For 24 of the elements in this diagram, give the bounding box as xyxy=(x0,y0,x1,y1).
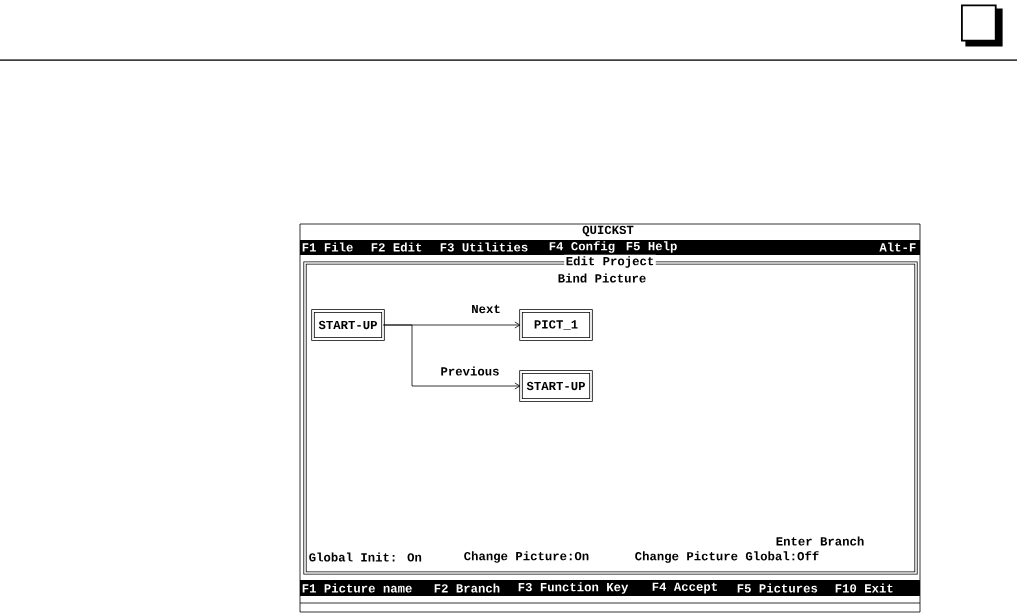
function-key-label: F5 Pictures xyxy=(737,583,818,593)
project-name: QUICKST xyxy=(582,225,634,237)
menu-item: Alt-F xyxy=(879,242,916,252)
function-key-label: F4 Accept xyxy=(652,582,717,594)
status-text: Change Picture:On xyxy=(464,551,589,563)
edge-label: Next xyxy=(470,303,502,315)
menu-item: F3 Utilities xyxy=(440,242,528,252)
picture-box: START-UP xyxy=(311,309,385,341)
picture-box: START-UP xyxy=(519,370,593,402)
menu-item: F1 File xyxy=(302,242,353,252)
status-text: Enter Branch xyxy=(776,536,864,546)
edge-label: Previous xyxy=(439,365,501,377)
arrow xyxy=(383,324,521,390)
menu-item: F5 Help xyxy=(626,241,677,253)
function-key-label: F3 Function Key xyxy=(518,582,629,594)
function-key-label: F10 Exit xyxy=(835,583,893,593)
function-key-label: F1 Picture name xyxy=(302,583,412,593)
menu-item: F4 Config xyxy=(549,241,615,253)
function-key-label: F2 Branch xyxy=(434,583,500,593)
picture-box: PICT_1 xyxy=(519,309,593,341)
status-text: Change Picture Global:Off xyxy=(635,551,819,563)
status-text: Bind Picture xyxy=(558,273,646,283)
status-text: Global Init: On xyxy=(309,552,422,562)
menu-item: F2 Edit xyxy=(371,242,422,252)
